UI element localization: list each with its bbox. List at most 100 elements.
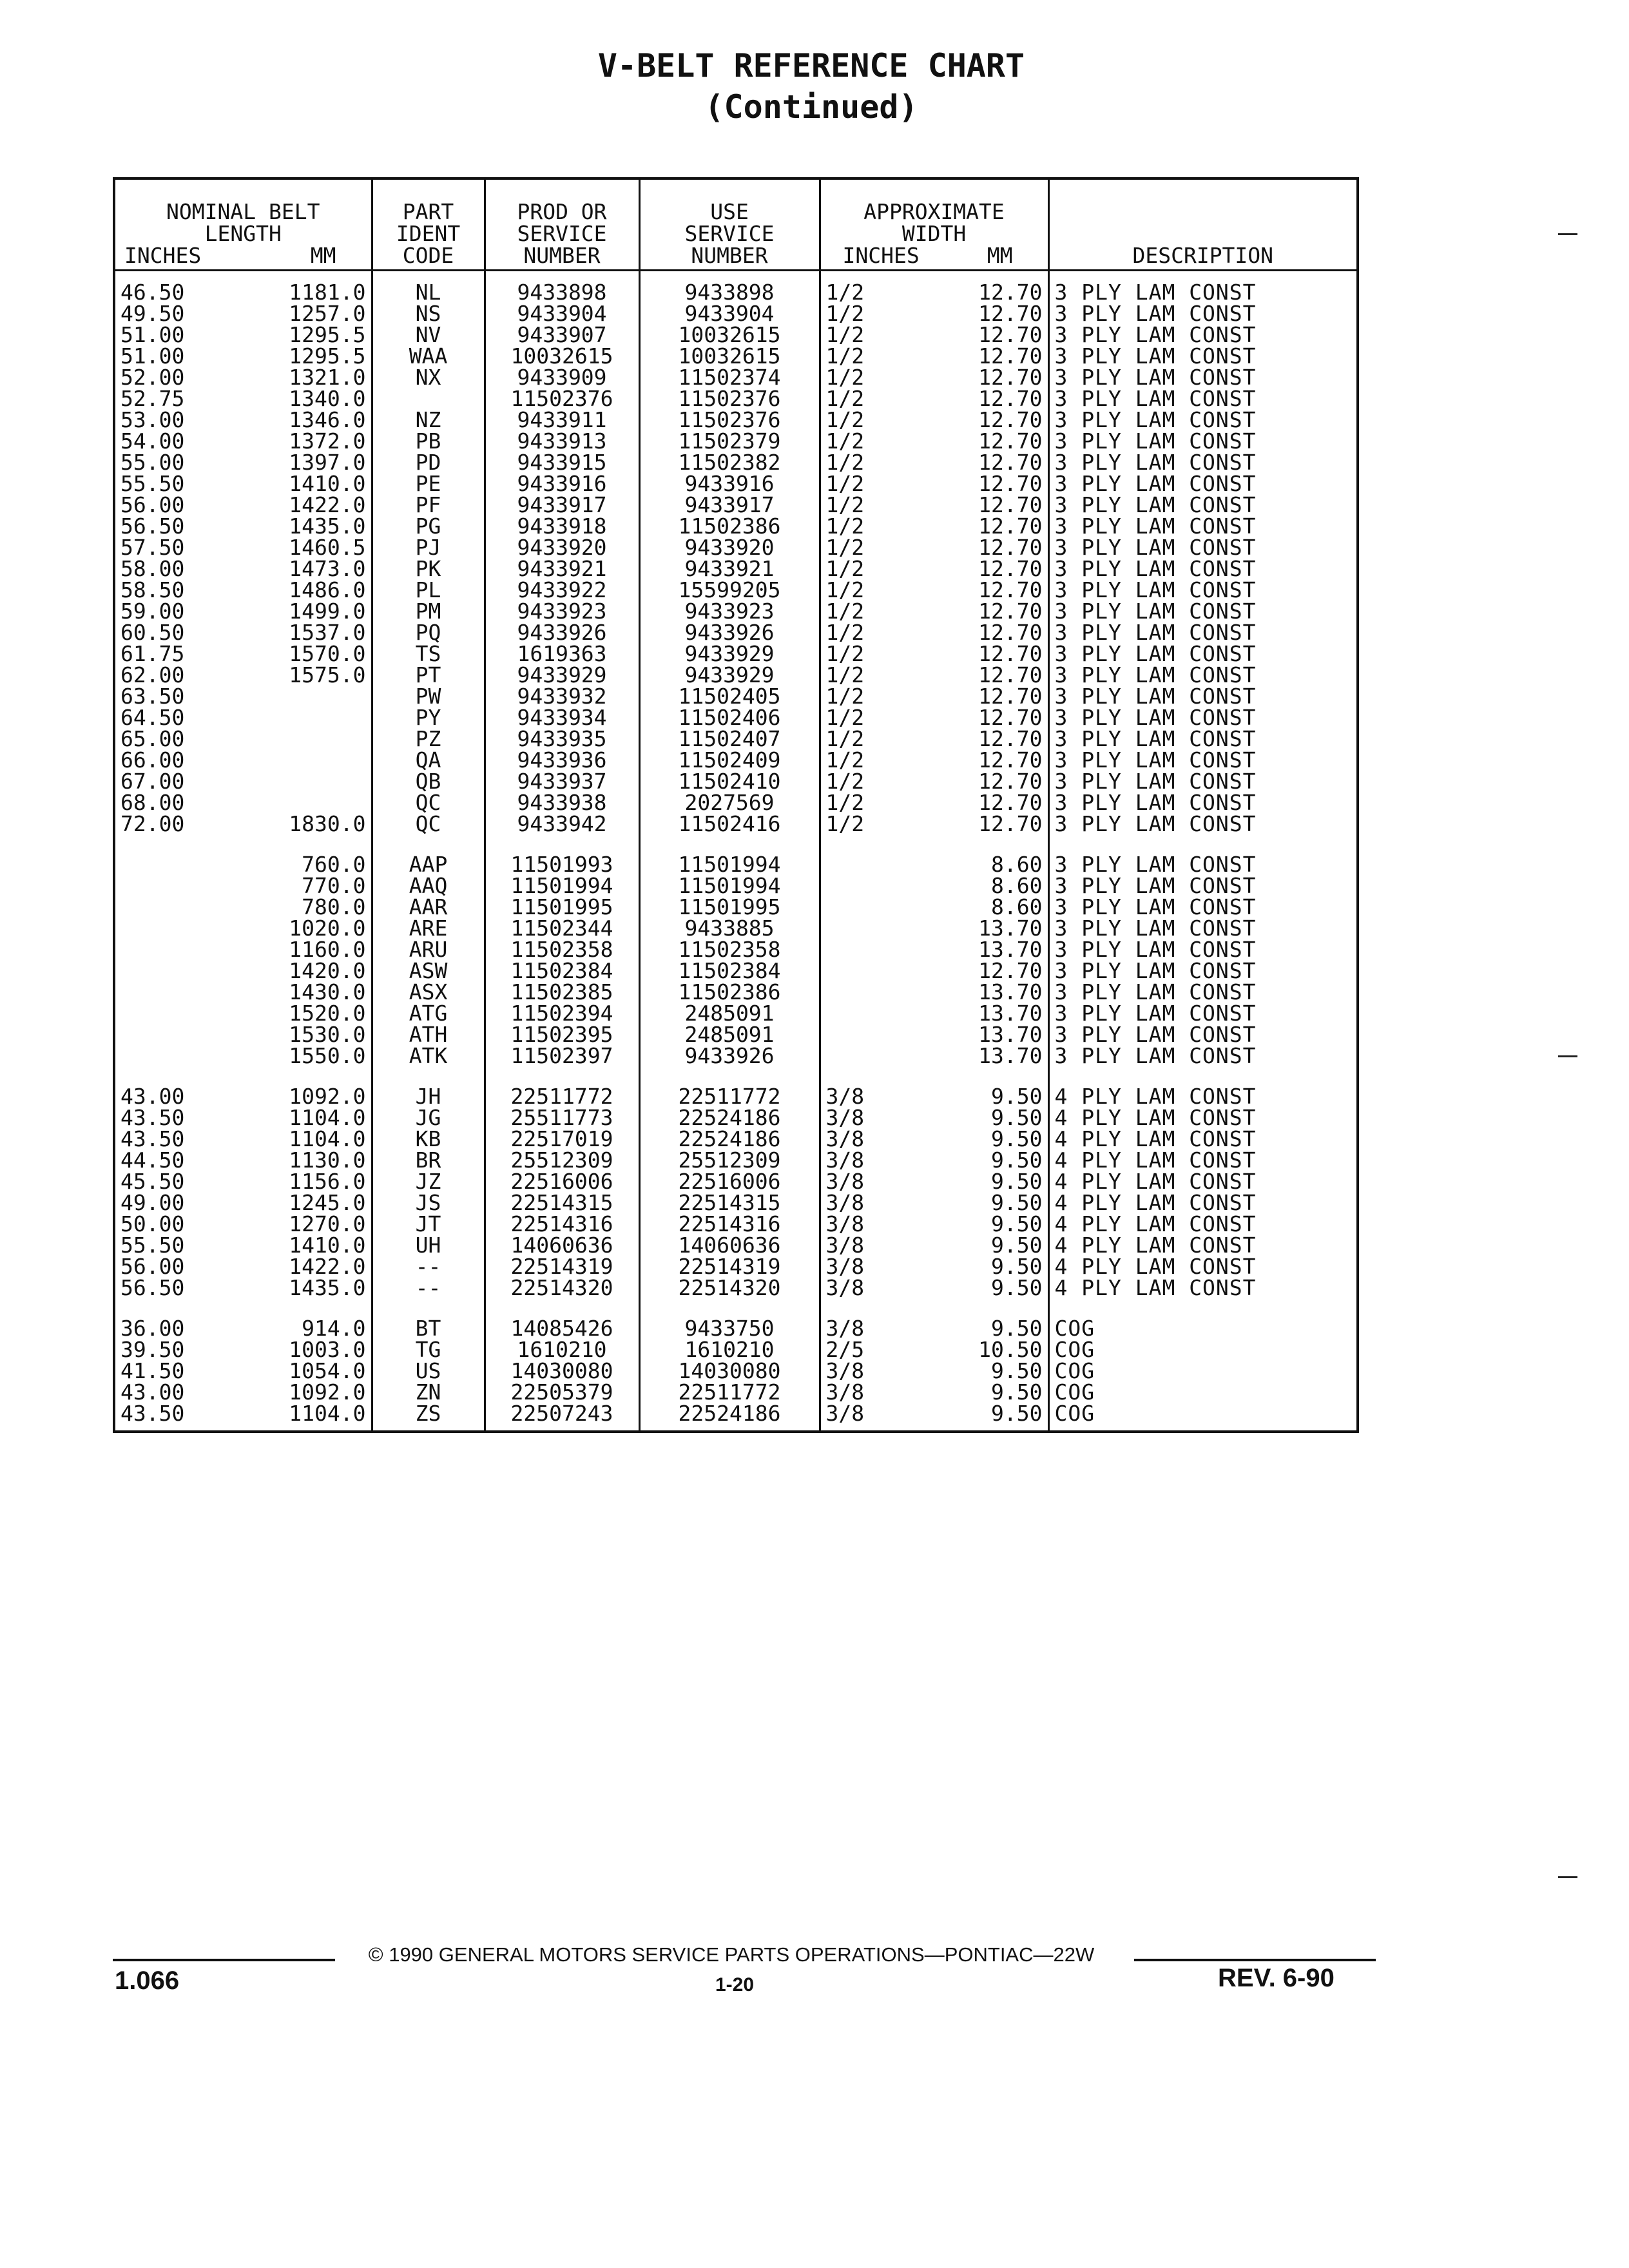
cell-width-mm: 9.50 <box>991 1126 1043 1151</box>
cell-prod-service-number: 14030080 <box>483 1360 640 1381</box>
cell-width-mm: 9.50 <box>991 1316 1043 1341</box>
cell-part-ident-code: NL <box>371 270 485 303</box>
cell-length-inches <box>114 896 243 918</box>
header-part-ident-code: PART IDENT CODE <box>371 178 485 271</box>
cell-width-mm: 10.50 <box>978 1337 1043 1362</box>
cell-width-mm: 12.70 <box>978 599 1043 624</box>
cell-length-inches: 56.00 <box>120 492 185 517</box>
cell-prod-service-number: 11501993 <box>483 854 640 875</box>
cell-part-ident-code: ASX <box>371 981 485 1003</box>
margin-tick-mark <box>1558 233 1577 235</box>
cell-width-mm: 12.70 <box>978 769 1043 794</box>
cell-description: 3 PLY LAM CONST <box>1047 452 1358 473</box>
header-approximate-width: APPROXIMATE WIDTH INCHES MM <box>818 178 1049 271</box>
cell-description: COG <box>1047 1318 1358 1339</box>
cell-part-ident-code: PM <box>371 601 485 622</box>
cell-length-inches: 43.00 <box>120 1084 185 1109</box>
cell-length-mm: 1537.0 <box>289 620 366 645</box>
cell-width-mm: 12.70 <box>978 407 1043 432</box>
cell-length-inches: 61.75 <box>120 641 185 666</box>
cell-width-mm: 9.50 <box>991 1211 1043 1236</box>
cell-use-service-number: 11502410 <box>638 771 820 792</box>
cell-description: 3 PLY LAM CONST <box>1047 1045 1358 1066</box>
cell-width-inches: 3/8 <box>818 1277 949 1298</box>
cell-width-inches: 1/2 <box>818 270 949 303</box>
cell-prod-service-number: 9433929 <box>483 664 640 686</box>
cell-prod-service-number: 22514319 <box>483 1256 640 1277</box>
cell-description: 3 PLY LAM CONST <box>1047 875 1358 896</box>
cell-use-service-number: 22514316 <box>638 1213 820 1235</box>
cell-width-mm: 13.70 <box>978 916 1043 941</box>
cell-width-mm: 13.70 <box>978 979 1043 1004</box>
cell-length-mm: 1570.0 <box>289 641 366 666</box>
cell-length-mm: 1346.0 <box>289 407 366 432</box>
cell-length-mm: 1435.0 <box>289 514 366 539</box>
cell-length-inches: 50.00 <box>120 1211 185 1236</box>
cell-prod-service-number: 9433918 <box>483 515 640 537</box>
cell-length-inches <box>114 960 243 981</box>
cell-use-service-number: 9433916 <box>638 473 820 494</box>
cell-description: 4 PLY LAM CONST <box>1047 1107 1358 1128</box>
cell-use-service-number: 9433750 <box>638 1318 820 1339</box>
cell-width-mm: 13.70 <box>978 1022 1043 1047</box>
cell-width-mm: 9.50 <box>991 1401 1043 1426</box>
cell-length-inches: 52.75 <box>120 386 185 411</box>
cell-prod-service-number: 9433922 <box>483 579 640 601</box>
cell-length-mm: 780.0 <box>302 894 366 919</box>
cell-prod-service-number: 22516006 <box>483 1171 640 1192</box>
cell-part-ident-code: JS <box>371 1192 485 1213</box>
cell-width-mm: 12.70 <box>978 280 1043 305</box>
group-separator <box>114 1066 1358 1086</box>
cell-description: 3 PLY LAM CONST <box>1047 473 1358 494</box>
cell-use-service-number: 9433926 <box>638 622 820 643</box>
cell-part-ident-code: PG <box>371 515 485 537</box>
cell-length-inches <box>114 1045 243 1066</box>
cell-prod-service-number: 9433935 <box>483 728 640 749</box>
cell-width-inches: 1/2 <box>818 771 949 792</box>
cell-length-inches <box>114 1024 243 1045</box>
cell-width-mm: 12.70 <box>978 958 1043 983</box>
cell-length-inches <box>114 854 243 875</box>
cell-length-mm: 1020.0 <box>289 916 366 941</box>
cell-length-inches: 41.50 <box>120 1358 185 1383</box>
cell-length-mm: 1435.0 <box>289 1275 366 1300</box>
cell-part-ident-code: NV <box>371 324 485 345</box>
cell-description: 3 PLY LAM CONST <box>1047 494 1358 515</box>
cell-part-ident-code: QC <box>371 813 485 834</box>
cell-length-inches: 56.50 <box>120 1275 185 1300</box>
cell-length-mm <box>243 771 372 792</box>
cell-length-mm <box>243 686 372 707</box>
cell-length-inches <box>114 981 243 1003</box>
cell-prod-service-number: 9433932 <box>483 686 640 707</box>
cell-prod-service-number: 9433909 <box>483 367 640 388</box>
cell-length-inches <box>114 1003 243 1024</box>
cell-use-service-number: 2485091 <box>638 1024 820 1045</box>
cell-description: 3 PLY LAM CONST <box>1047 749 1358 771</box>
cell-width-mm: 9.50 <box>991 1358 1043 1383</box>
cell-description: 3 PLY LAM CONST <box>1047 854 1358 875</box>
cell-part-ident-code: PB <box>371 430 485 452</box>
cell-use-service-number: 22514320 <box>638 1277 820 1298</box>
cell-width-mm: 12.70 <box>978 577 1043 602</box>
cell-prod-service-number: 25511773 <box>483 1107 640 1128</box>
cell-length-inches: 67.00 <box>120 769 185 794</box>
cell-length-inches: 53.00 <box>120 407 185 432</box>
cell-width-inches: 3/8 <box>818 1318 949 1339</box>
cell-description: 4 PLY LAM CONST <box>1047 1149 1358 1171</box>
cell-width-mm: 12.70 <box>978 811 1043 836</box>
cell-use-service-number: 11502358 <box>638 939 820 960</box>
cell-length-inches: 51.00 <box>120 322 185 347</box>
cell-part-ident-code: WAA <box>371 345 485 367</box>
cell-prod-service-number: 9433921 <box>483 558 640 579</box>
header-inches: INCHES <box>124 243 202 268</box>
cell-width-inches <box>818 1024 949 1045</box>
